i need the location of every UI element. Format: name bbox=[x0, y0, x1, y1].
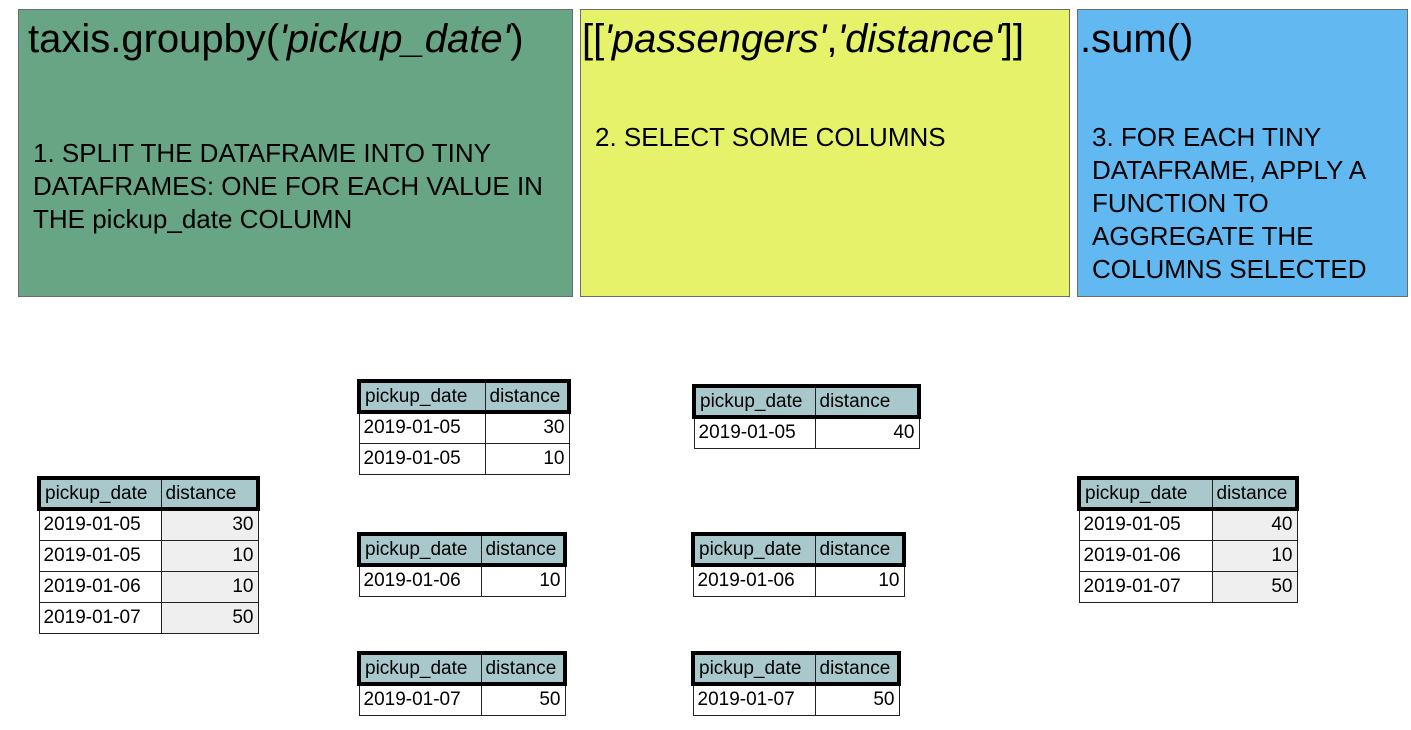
groupby-call: taxis.groupby( bbox=[28, 17, 280, 61]
select-column-distance: 'distance' bbox=[837, 17, 1002, 61]
distance-cell: 10 bbox=[160, 570, 259, 603]
distance-header: distance bbox=[484, 379, 571, 414]
pickup-date-header: pickup_date bbox=[691, 651, 816, 686]
split-step-description: 1. SPLIT THE DATAFRAME INTO TINY DATAFRA… bbox=[33, 138, 543, 234]
pickup-date-header: pickup_date bbox=[1077, 476, 1213, 511]
distance-cell: 40 bbox=[814, 416, 920, 449]
pickup-date-cell: 2019-01-05 bbox=[1078, 508, 1213, 541]
pickup-date-cell: 2019-01-05 bbox=[358, 442, 486, 475]
select-comma: , bbox=[826, 17, 838, 61]
pickup-date-cell: 2019-01-06 bbox=[358, 564, 482, 597]
split-step-panel bbox=[18, 9, 573, 297]
distance-header: distance bbox=[160, 476, 260, 511]
pickup-date-header: pickup_date bbox=[357, 651, 482, 686]
distance-cell: 10 bbox=[160, 539, 259, 572]
select-step-panel bbox=[580, 9, 1070, 297]
select-column-passengers: 'passengers' bbox=[604, 17, 827, 61]
distance-cell: 50 bbox=[160, 601, 259, 634]
pickup-date-cell: 2019-01-07 bbox=[692, 683, 816, 716]
pickup-date-cell: 2019-01-05 bbox=[358, 411, 486, 444]
pickup-date-cell: 2019-01-07 bbox=[1078, 570, 1213, 603]
select-close-brackets: ]] bbox=[1001, 17, 1024, 61]
pickup-date-header: pickup_date bbox=[692, 384, 816, 419]
pickup-date-cell: 2019-01-05 bbox=[38, 508, 162, 541]
pickup-date-header: pickup_date bbox=[37, 476, 162, 511]
distance-cell: 10 bbox=[1211, 539, 1298, 572]
pickup-date-cell: 2019-01-06 bbox=[1078, 539, 1213, 572]
aggregate-step-description: 3. FOR EACH TINY DATAFRAME, APPLY A FUNC… bbox=[1092, 122, 1367, 284]
pickup-date-cell: 2019-01-07 bbox=[38, 601, 162, 634]
pickup-date-header: pickup_date bbox=[357, 379, 486, 414]
distance-header: distance bbox=[814, 384, 921, 419]
groupby-close-paren: ) bbox=[510, 17, 524, 61]
aggregate-step-panel bbox=[1077, 9, 1408, 297]
distance-cell: 40 bbox=[1211, 508, 1298, 541]
distance-cell: 30 bbox=[484, 411, 570, 444]
distance-cell: 50 bbox=[480, 683, 566, 716]
distance-header: distance bbox=[1211, 476, 1299, 511]
distance-cell: 10 bbox=[814, 564, 905, 597]
pickup-date-cell: 2019-01-06 bbox=[38, 570, 162, 603]
pickup-date-cell: 2019-01-05 bbox=[38, 539, 162, 572]
groupby-code: taxis.groupby('pickup_date') bbox=[28, 14, 524, 64]
distance-header: distance bbox=[814, 651, 901, 686]
select-code: [['passengers','distance']] bbox=[582, 14, 1024, 64]
select-open-brackets: [[ bbox=[582, 17, 605, 61]
pickup-date-cell: 2019-01-07 bbox=[358, 683, 482, 716]
select-step-description: 2. SELECT SOME COLUMNS bbox=[595, 122, 946, 152]
distance-header: distance bbox=[480, 651, 567, 686]
groupby-argument: 'pickup_date' bbox=[279, 17, 511, 61]
pickup-date-cell: 2019-01-06 bbox=[692, 564, 816, 597]
distance-cell: 50 bbox=[814, 683, 900, 716]
distance-header: distance bbox=[480, 532, 567, 567]
distance-cell: 10 bbox=[484, 442, 570, 475]
pickup-date-header: pickup_date bbox=[357, 532, 482, 567]
distance-header: distance bbox=[814, 532, 906, 567]
distance-cell: 50 bbox=[1211, 570, 1298, 603]
aggregate-code: .sum() bbox=[1080, 17, 1194, 61]
distance-cell: 30 bbox=[160, 508, 259, 541]
distance-cell: 10 bbox=[480, 564, 566, 597]
pickup-date-cell: 2019-01-05 bbox=[693, 416, 816, 449]
pickup-date-header: pickup_date bbox=[691, 532, 816, 567]
